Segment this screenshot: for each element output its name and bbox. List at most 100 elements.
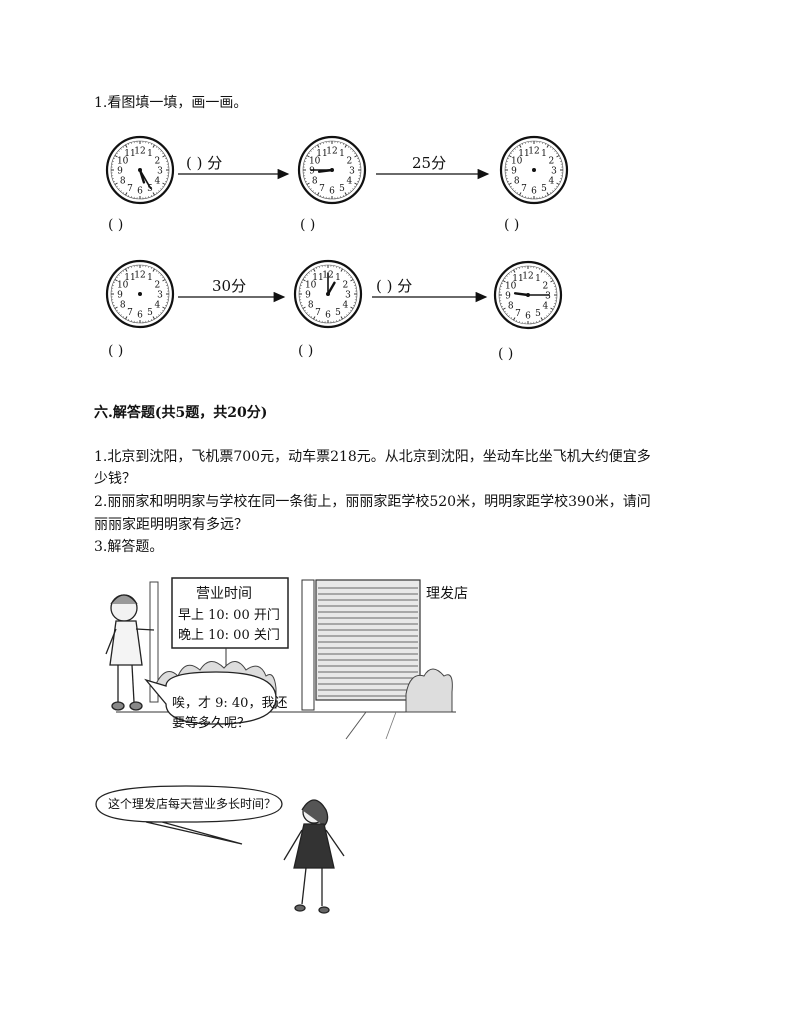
clock-number: 2 bbox=[154, 157, 160, 167]
clock-number: 12 bbox=[326, 147, 337, 157]
clock-center bbox=[138, 168, 142, 172]
speech-bubble-1-line-2: 要等多久呢？ bbox=[172, 716, 251, 731]
section-heading: 六.解答题(共5题，共20分) bbox=[94, 405, 268, 421]
clock-number: 10 bbox=[511, 157, 523, 167]
clock-number: 10 bbox=[117, 157, 129, 167]
clock-number: 4 bbox=[542, 302, 548, 312]
girl-figure-2 bbox=[283, 799, 345, 914]
girl-figure bbox=[105, 594, 155, 711]
clock-number: 9 bbox=[117, 291, 123, 301]
clock-number: 12 bbox=[134, 147, 145, 157]
clock-number: 2 bbox=[548, 157, 554, 167]
clock-number: 1 bbox=[541, 149, 547, 159]
answer-blank-r2c1[interactable]: ( ) bbox=[108, 343, 124, 359]
clock-number: 6 bbox=[525, 312, 531, 322]
sign-open-time: 早上 10: 00 开门 bbox=[178, 608, 280, 623]
clock-number: 11 bbox=[512, 274, 523, 284]
clock-number: 7 bbox=[127, 184, 133, 194]
clock-number: 7 bbox=[315, 308, 321, 318]
clock-number: 10 bbox=[117, 281, 129, 291]
clock-number: 11 bbox=[316, 149, 327, 159]
clock-number: 4 bbox=[342, 301, 348, 311]
clock-number: 10 bbox=[309, 157, 321, 167]
clock-number: 5 bbox=[147, 308, 153, 318]
clock-number: 3 bbox=[545, 292, 551, 302]
clock-number: 3 bbox=[157, 167, 163, 177]
clock-center bbox=[138, 292, 142, 296]
clock-number: 2 bbox=[542, 282, 548, 292]
clock-number: 8 bbox=[308, 301, 314, 311]
clock-number: 6 bbox=[137, 187, 143, 197]
answer-blank-r1c2[interactable]: ( ) bbox=[300, 217, 316, 233]
clock-number: 9 bbox=[117, 167, 123, 177]
clock-number: 8 bbox=[120, 301, 126, 311]
clock-number: 6 bbox=[325, 311, 331, 321]
clock-number: 2 bbox=[342, 281, 348, 291]
clock-number: 10 bbox=[305, 281, 317, 291]
clock-number: 11 bbox=[124, 273, 135, 283]
clock-number: 3 bbox=[349, 167, 355, 177]
clock-number: 9 bbox=[309, 167, 315, 177]
clock-number: 6 bbox=[531, 187, 537, 197]
clock-number: 6 bbox=[137, 311, 143, 321]
clock-number: 12 bbox=[522, 272, 533, 282]
speech-bubble-2 bbox=[95, 785, 283, 845]
clock-number: 7 bbox=[521, 184, 527, 194]
shop-name: 理发店 bbox=[426, 586, 468, 602]
clock-number: 2 bbox=[346, 157, 352, 167]
clock-number: 12 bbox=[134, 271, 145, 281]
clock-number: 3 bbox=[551, 167, 557, 177]
clock-number: 5 bbox=[339, 184, 345, 194]
clock-number: 3 bbox=[157, 291, 163, 301]
clock-number: 4 bbox=[154, 177, 160, 187]
hour-hand bbox=[513, 292, 530, 297]
clock-center bbox=[526, 293, 530, 297]
clock-number: 7 bbox=[319, 184, 325, 194]
barbershop-illustration bbox=[105, 577, 456, 740]
hour-hand bbox=[326, 281, 336, 296]
minute-hand bbox=[139, 169, 152, 189]
sign-close-time: 晚上 10: 00 关门 bbox=[178, 628, 280, 643]
clock-number: 12 bbox=[528, 147, 539, 157]
clock-number: 1 bbox=[535, 274, 541, 284]
answer-blank-r1c1[interactable]: ( ) bbox=[108, 217, 124, 233]
clock-number: 8 bbox=[120, 177, 126, 187]
clock-number: 9 bbox=[511, 167, 517, 177]
speech-bubble-1 bbox=[144, 671, 277, 725]
arrow-label-r1-2: 25分 bbox=[412, 154, 447, 172]
speech-bubble-1-line-1: 唉，才 9: 40，我还 bbox=[172, 696, 288, 711]
answer-blank-r2c3[interactable]: ( ) bbox=[498, 346, 514, 362]
shop-shutter bbox=[315, 579, 421, 701]
clock-number: 11 bbox=[518, 149, 529, 159]
arrow-label-r2-1: 30分 bbox=[212, 277, 247, 295]
business-hours-sign bbox=[171, 577, 289, 649]
clock-center bbox=[532, 168, 536, 172]
arrow-label-r1-1: ( ) 分 bbox=[186, 154, 223, 172]
clock-number: 7 bbox=[515, 309, 521, 319]
clock-number: 11 bbox=[124, 149, 135, 159]
question-2-line-1: 2.丽丽家和明明家与学校在同一条街上，丽丽家距学校520米，明明家距学校390米… bbox=[94, 494, 651, 510]
clock-number: 8 bbox=[508, 302, 514, 312]
clock-number: 9 bbox=[505, 292, 511, 302]
clock-center bbox=[330, 168, 334, 172]
question-2-line-2: 丽丽家距明明家有多远？ bbox=[94, 517, 248, 533]
clock-number: 1 bbox=[335, 273, 341, 283]
clock-center bbox=[326, 292, 330, 296]
clock-number: 11 bbox=[312, 273, 323, 283]
clock-number: 2 bbox=[154, 281, 160, 291]
clock-number: 5 bbox=[335, 308, 341, 318]
clock-number: 4 bbox=[346, 177, 352, 187]
arrow-label-r2-2: ( ) 分 bbox=[376, 277, 413, 295]
answer-blank-r2c2[interactable]: ( ) bbox=[298, 343, 314, 359]
question-girl-illustration bbox=[95, 785, 345, 914]
clock-number: 6 bbox=[329, 187, 335, 197]
clock-number: 7 bbox=[127, 308, 133, 318]
speech-bubble-2-text: 这个理发店每天营业多长时间？ bbox=[108, 797, 277, 811]
answer-blank-r1c3[interactable]: ( ) bbox=[504, 217, 520, 233]
